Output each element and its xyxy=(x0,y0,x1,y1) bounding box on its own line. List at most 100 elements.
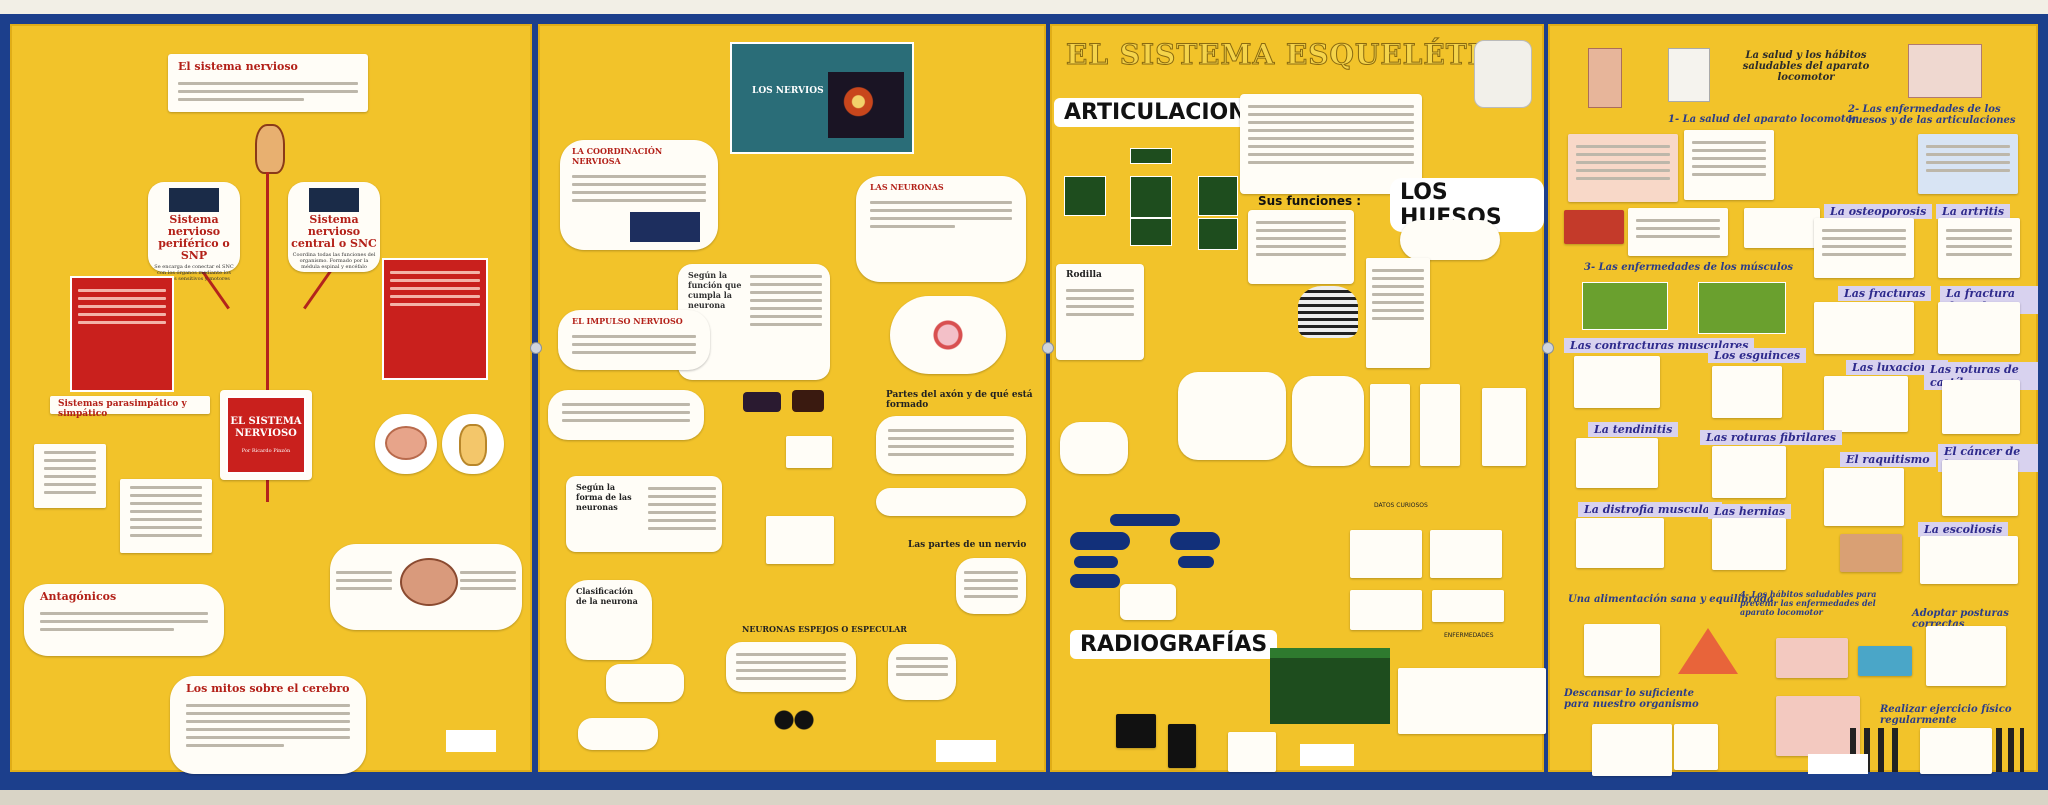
card-xray-3 xyxy=(1228,732,1276,772)
spinal-cord-icon xyxy=(459,424,487,466)
artritis-title: La artritis xyxy=(1936,204,2011,219)
ribcage-icon xyxy=(1298,286,1358,338)
card-brain-section xyxy=(330,544,522,630)
sistemas-title: Sistemas parasimpático y simpático xyxy=(58,399,187,419)
card-neuron-types-image xyxy=(786,436,832,468)
card-rodilla: Rodilla xyxy=(1056,264,1144,360)
exercise-icons-2 xyxy=(1996,728,2024,772)
habitos-title: 4- Los hábitos saludables para prevenir … xyxy=(1740,589,1877,617)
card-artritis xyxy=(1938,218,2020,278)
signature-card-2 xyxy=(936,740,996,762)
center-title: EL SISTEMA NERVIOSO xyxy=(230,416,302,439)
card-center-title: EL SISTEMA NERVIOSO Por Ricardo Pinzón xyxy=(220,390,312,480)
title-esqueletico: EL SISTEMA ESQUELÉTICO xyxy=(1065,38,1531,72)
pin-3 xyxy=(1542,342,1554,354)
espejos-title: NEURONAS ESPEJOS O ESPECULAR xyxy=(742,624,907,634)
card-roturas-fibrilares xyxy=(1712,446,1786,498)
hernias-title: Las hernias xyxy=(1708,504,1792,519)
card-xray-1 xyxy=(1116,714,1156,748)
banner-los-nervios: LOS NERVIOS xyxy=(730,42,914,154)
card-alimentacion xyxy=(1584,624,1660,676)
red-box-right xyxy=(382,258,488,380)
esguinces-title: Los esguinces xyxy=(1708,348,1807,363)
food-pyramid-icon xyxy=(1678,628,1738,674)
card-sns-list-right xyxy=(120,479,212,553)
title-sistema-nervioso: El sistema nervioso xyxy=(178,60,298,73)
snc-title: Sistema nervioso central o SNC xyxy=(291,213,377,250)
neuron-photo-small-1 xyxy=(743,392,781,412)
wall-bottom xyxy=(0,790,2048,805)
card-motoras xyxy=(606,664,684,702)
card-impulso: EL IMPULSO NERVIOSO xyxy=(558,310,710,370)
card-impulso-2 xyxy=(548,390,704,440)
card-bones-diagram xyxy=(1178,372,1286,460)
ejercicio-title: Realizar ejercicio físico regularmente xyxy=(1880,704,2012,726)
card-coordinacion: LA COORDINACIÓN NERVIOSA xyxy=(560,140,718,250)
neuronas-title: LAS NEURONAS xyxy=(870,182,944,192)
body-icon-2 xyxy=(1908,44,1982,98)
card-cartilagos xyxy=(1942,380,2020,434)
card-enfermedades-table xyxy=(1398,668,1546,734)
neuron-photo-small-2 xyxy=(792,390,824,412)
articulaciones-diagram xyxy=(1060,148,1260,250)
card-enfermedades-huesos xyxy=(1918,134,2018,194)
luxaciones-title: Las luxaciones xyxy=(1846,360,1949,375)
segun-forma-title: Según la forma de las neuronas xyxy=(576,482,632,512)
pin-1 xyxy=(530,342,542,354)
red-box-left xyxy=(70,276,174,392)
snp-text: Se encarga de conectar el SNC con los ór… xyxy=(154,264,234,282)
card-fractura-cadera xyxy=(1938,302,2020,354)
escoliosis-title: La escoliosis xyxy=(1918,522,2009,537)
snp-image xyxy=(169,188,219,212)
datos-curiosos-label: DATOS CURIOSOS xyxy=(1374,502,1428,509)
signature-card-4 xyxy=(1808,754,1868,774)
card-neuron-shapes-image xyxy=(766,516,834,564)
card-art-info xyxy=(1240,94,1422,194)
card-snp: Sistema nervioso periférico o SNP Se enc… xyxy=(148,182,240,282)
card-partes-nervio-bar xyxy=(876,488,1026,516)
card-descansar-chart xyxy=(1674,724,1718,770)
raquitismo-title: El raquitismo xyxy=(1840,452,1936,467)
pin-2 xyxy=(1042,342,1054,354)
card-luxaciones xyxy=(1824,376,1908,432)
h1-title: 1- La salud del aparato locomotor xyxy=(1668,114,1858,125)
card-brain-1 xyxy=(375,414,437,474)
h2-title: 2- Las enfermedades de los huesos y de l… xyxy=(1848,104,2016,126)
descansar-title: Descansar lo suficiente para nuestro org… xyxy=(1564,688,1699,710)
card-femur xyxy=(1292,376,1364,466)
card-neuronas: LAS NEURONAS xyxy=(856,176,1026,282)
panel-sistema-nervioso: El sistema nervioso Sistema nervioso per… xyxy=(10,24,532,774)
card-skulls-2 xyxy=(1120,584,1176,620)
card-posturas-photo xyxy=(1858,646,1912,676)
card-escoliosis xyxy=(1920,536,2018,584)
clasificacion-title: Clasificación de la neurona xyxy=(576,586,638,606)
snp-title: Sistema nervioso periférico o SNP xyxy=(158,213,230,262)
snc-text: Coordina todas las funciones del organis… xyxy=(292,252,376,270)
posturas-title: Adoptar posturas correctas xyxy=(1912,608,2009,630)
partes-nervio-title: Las partes de un nervio xyxy=(908,540,1027,550)
skeleton-icon xyxy=(1474,40,1532,108)
radiografias-diagram xyxy=(1070,514,1230,590)
card-salud-1 xyxy=(1568,134,1678,202)
card-esguinces xyxy=(1712,366,1782,418)
green-table xyxy=(1270,648,1390,724)
partes-axon-title: Partes del axón y de qué está formado xyxy=(886,390,1033,410)
neuron-diagram-icon xyxy=(912,314,984,356)
osteoporosis-title: La osteoporosis xyxy=(1824,204,1933,219)
antagonicos-title: Antagónicos xyxy=(40,590,117,603)
card-photo-bones xyxy=(1564,210,1624,244)
bulletin-board-frame: El sistema nervioso Sistema nervioso per… xyxy=(0,14,2048,790)
contracturas-title: Las contracturas musculares xyxy=(1564,338,1755,353)
card-xray-2 xyxy=(1168,724,1196,768)
center-title-box: EL SISTEMA NERVIOSO Por Ricardo Pinzón xyxy=(226,396,306,474)
mitos-title: Los mitos sobre el cerebro xyxy=(186,682,350,695)
signature-card-1 xyxy=(446,730,496,752)
neuron-image xyxy=(828,72,904,138)
rodilla-title: Rodilla xyxy=(1066,270,1102,280)
radiografias-title: RADIOGRAFÍAS xyxy=(1070,630,1278,659)
card-osteoporosis xyxy=(1814,218,1914,278)
card-descansar xyxy=(1592,724,1672,776)
coordinacion-title: LA COORDINACIÓN NERVIOSA xyxy=(572,146,663,166)
title-card-sistema-nervioso: El sistema nervioso xyxy=(168,54,368,112)
card-contracturas xyxy=(1574,356,1660,408)
